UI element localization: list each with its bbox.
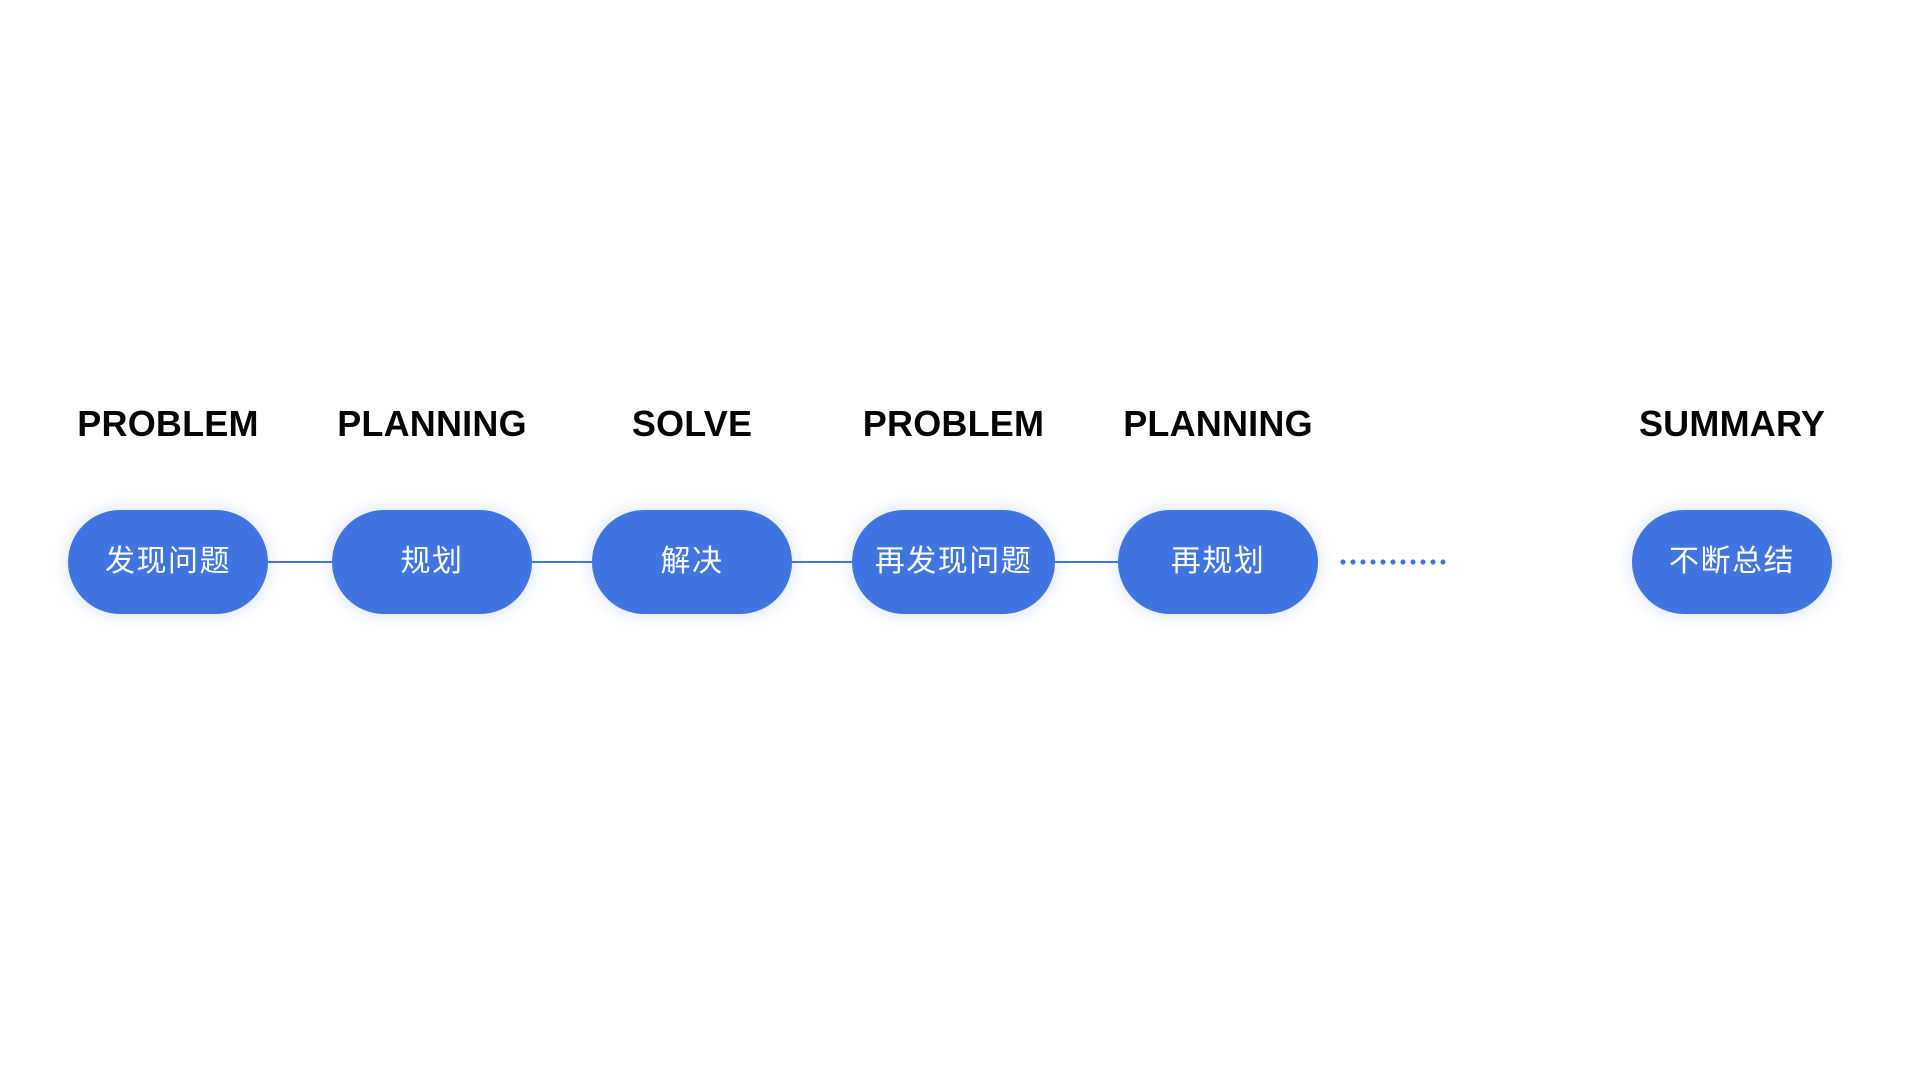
- flow-node-label-n4: 再发现问题: [874, 545, 1033, 578]
- flow-node-row: 发现问题 规划 解决 再发现问题 再规划 不断总结: [0, 510, 1920, 620]
- stage-header-n5: PLANNING: [1123, 403, 1313, 444]
- connector-n4-to-n5: [1055, 561, 1118, 563]
- stage-header-n6: SUMMARY: [1638, 403, 1826, 444]
- flow-node-n3[interactable]: 解决: [592, 510, 792, 614]
- flow-node-label-n1: 发现问题: [105, 545, 231, 578]
- stage-header-n4: PROBLEM: [862, 403, 1045, 444]
- flow-node-label-n6: 不断总结: [1669, 545, 1795, 578]
- flow-node-label-n2: 规划: [400, 545, 464, 578]
- stage-header-n1: PROBLEM: [77, 403, 259, 444]
- connector-n5-to-n6: [1338, 559, 1446, 565]
- flow-node-n6[interactable]: 不断总结: [1632, 510, 1832, 614]
- stage-header-row: PROBLEM PLANNING SOLVE PROBLEM PLANNING SUMMA…: [0, 400, 1920, 456]
- flow-node-n5[interactable]: 再规划: [1118, 510, 1318, 614]
- connector-n3-to-n4: [792, 561, 852, 563]
- flow-node-n2[interactable]: 规划: [332, 510, 532, 614]
- stage-header-n2: PLANNING: [337, 403, 527, 444]
- flow-node-label-n5: 再规划: [1170, 545, 1266, 578]
- flow-node-n4[interactable]: 再发现问题: [852, 510, 1055, 614]
- connector-n2-to-n3: [532, 561, 592, 563]
- flow-node-n1[interactable]: 发现问题: [68, 510, 268, 614]
- stage-header-n3: SOLVE: [631, 403, 753, 444]
- flow-node-label-n3: 解决: [660, 545, 724, 578]
- connector-n1-to-n2: [268, 561, 332, 563]
